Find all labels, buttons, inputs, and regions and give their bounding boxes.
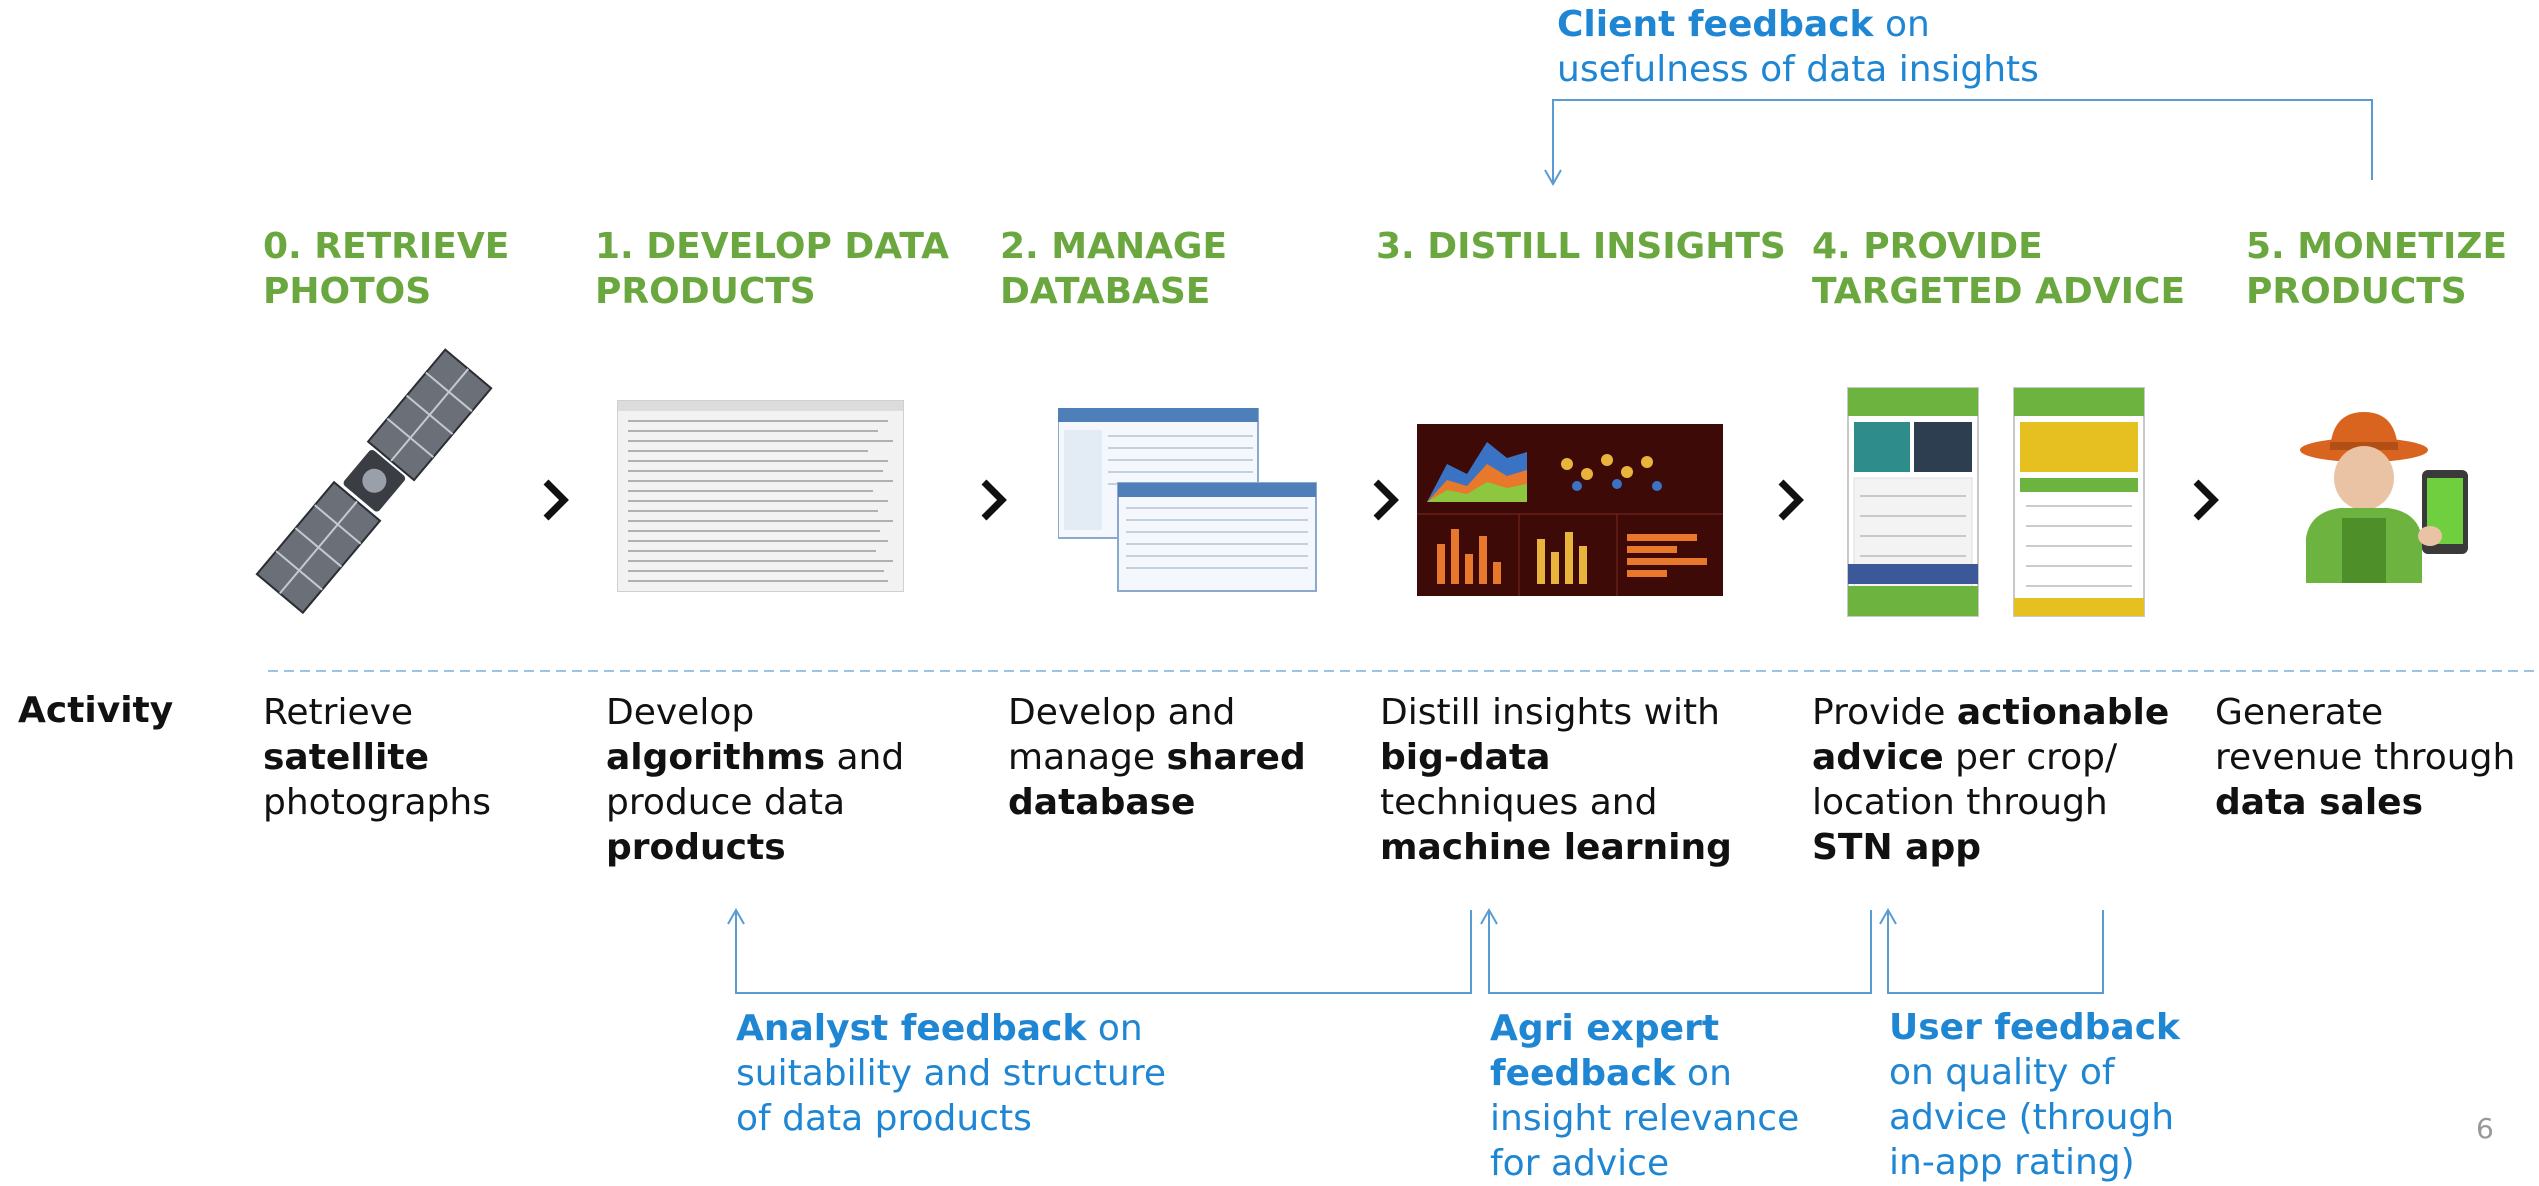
chevron-right-icon <box>540 478 570 522</box>
step-4-description: Provide actionable advice per crop/ loca… <box>1812 692 2170 868</box>
mobile-app-screens-icon <box>1846 386 2146 618</box>
satellite-icon <box>240 340 510 620</box>
step-4-heading: 4. PROVIDE TARGETED ADVICE <box>1812 226 2186 312</box>
user-feedback-arrowhead <box>1879 907 1897 925</box>
step-1-heading: 1. DEVELOP DATA PRODUCTS <box>595 226 949 312</box>
spreadsheet-icon <box>617 400 904 592</box>
client-feedback-connector <box>1552 99 2373 182</box>
analyst-feedback-arrowhead <box>727 907 745 925</box>
agri-feedback-arrowhead <box>1480 907 1498 925</box>
agri-feedback-connector <box>1488 910 1872 994</box>
page-number: 6 <box>2476 1112 2494 1145</box>
chevron-right-icon <box>2190 478 2220 522</box>
user-feedback-connector <box>1887 910 2104 994</box>
row-label-activity: Activity <box>18 690 174 731</box>
client-feedback-title: Client feedback <box>1557 4 1874 45</box>
step-2-description: Develop and manage shared database <box>1008 692 1306 823</box>
dashboard-icon <box>1417 424 1723 596</box>
client-feedback-arrowhead <box>1544 169 1562 187</box>
analyst-feedback-connector <box>735 910 1472 994</box>
chevron-right-icon <box>1370 478 1400 522</box>
step-5-description: Generate revenue through data sales <box>2215 692 2516 823</box>
database-windows-icon <box>1057 407 1318 593</box>
agri-expert-feedback-text: Agri expert feedback on insight relevanc… <box>1490 1008 1800 1184</box>
client-feedback-on: on <box>1873 4 1930 45</box>
step-3-heading: 3. DISTILL INSIGHTS <box>1376 226 1786 267</box>
analyst-feedback-text: Analyst feedback on suitability and stru… <box>736 1008 1167 1139</box>
farmer-with-phone-icon <box>2280 408 2480 583</box>
client-feedback-text: Client feedback on usefulness of data in… <box>1557 2 2257 92</box>
step-5-heading: 5. MONETIZE PRODUCTS <box>2246 226 2508 312</box>
step-3-description: Distill insights with big-data technique… <box>1380 692 1732 868</box>
step-0-description: Retrieve satellite photographs <box>263 692 491 823</box>
client-feedback-detail: usefulness of data insights <box>1557 49 2039 90</box>
step-2-heading: 2. MANAGE DATABASE <box>1000 226 1228 312</box>
chevron-right-icon <box>978 478 1008 522</box>
step-1-description: Develop algorithms and produce data prod… <box>606 692 905 868</box>
step-0-heading: 0. RETRIEVE PHOTOS <box>263 226 510 312</box>
user-feedback-text: User feedback on quality of advice (thro… <box>1889 1007 2180 1183</box>
chevron-right-icon <box>1775 478 1805 522</box>
